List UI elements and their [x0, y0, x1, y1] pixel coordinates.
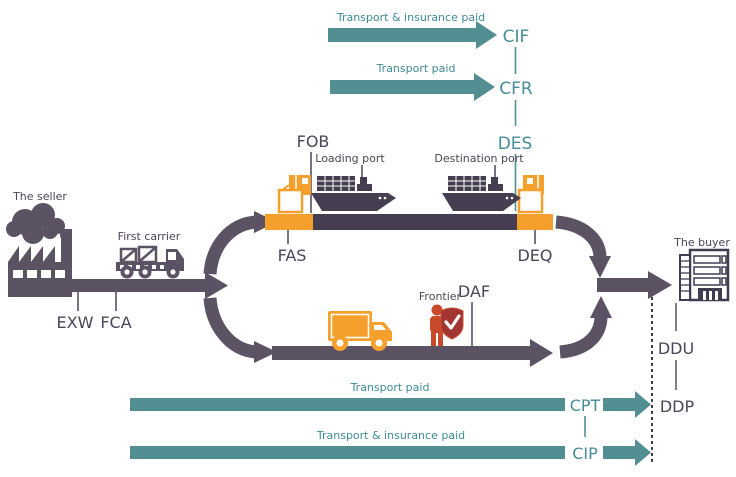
ship-icon-loading — [311, 176, 396, 211]
exw-term: EXW — [57, 313, 94, 332]
cpt-term: CPT — [570, 396, 601, 415]
orange-truck-icon — [328, 311, 392, 351]
cif-arrow-label: Transport & insurance paid — [336, 11, 485, 24]
cif-row: Transport & insurance paid CIF — [328, 11, 529, 49]
cip-row: Transport & insurance paid CIP — [130, 429, 651, 466]
truck-icon — [116, 245, 184, 279]
ddu-term: DDU — [658, 339, 694, 358]
boxes-icon-right — [517, 175, 544, 214]
ship-icon-destination — [442, 176, 521, 211]
cpt-bar — [130, 398, 565, 411]
factory-windows — [13, 270, 65, 278]
cip-bar — [130, 446, 565, 459]
cfr-arrow — [330, 73, 495, 101]
person-shield-icon — [430, 304, 464, 346]
cfr-term: CFR — [499, 79, 533, 99]
cip-term: CIP — [572, 444, 598, 463]
cip-short-arrow — [603, 439, 651, 466]
cpt-row: Transport paid CPT — [130, 381, 651, 418]
loading-port-label: Loading port — [315, 152, 385, 165]
fas-term: FAS — [278, 246, 307, 265]
sea-route-bar — [265, 214, 553, 230]
cif-term: CIF — [503, 27, 530, 47]
merge-down-curve-arrow — [555, 215, 611, 278]
cpt-short-arrow — [603, 391, 651, 418]
cif-arrow — [328, 21, 497, 49]
land-route-arrow — [272, 339, 553, 367]
destination-port-label: Destination port — [434, 152, 524, 165]
cfr-arrow-label: Transport paid — [376, 62, 456, 75]
building-icon — [679, 248, 730, 302]
cfr-row: Transport paid CFR — [330, 62, 533, 101]
deq-term: DEQ — [517, 246, 552, 265]
cpt-arrow-label: Transport paid — [350, 381, 430, 394]
daf-term: DAF — [458, 282, 490, 301]
branch-down-curve-arrow — [203, 297, 277, 363]
buyer-label: The buyer — [673, 236, 730, 249]
des-term: DES — [498, 134, 533, 154]
cip-arrow-label: Transport & insurance paid — [316, 429, 465, 442]
first-carrier-label: First carrier — [118, 230, 181, 243]
boxes-icon-left — [277, 175, 311, 214]
buyer-arrow — [597, 271, 672, 299]
fob-term: FOB — [297, 132, 330, 151]
frontier-label: Frontier — [419, 290, 462, 303]
seller-main-arrow — [8, 272, 228, 299]
shield-icon — [440, 307, 464, 340]
merge-up-curve-arrow — [559, 296, 612, 359]
ddp-term: DDP — [660, 397, 695, 416]
seller-label: The seller — [12, 190, 67, 203]
fca-term: FCA — [100, 313, 131, 332]
